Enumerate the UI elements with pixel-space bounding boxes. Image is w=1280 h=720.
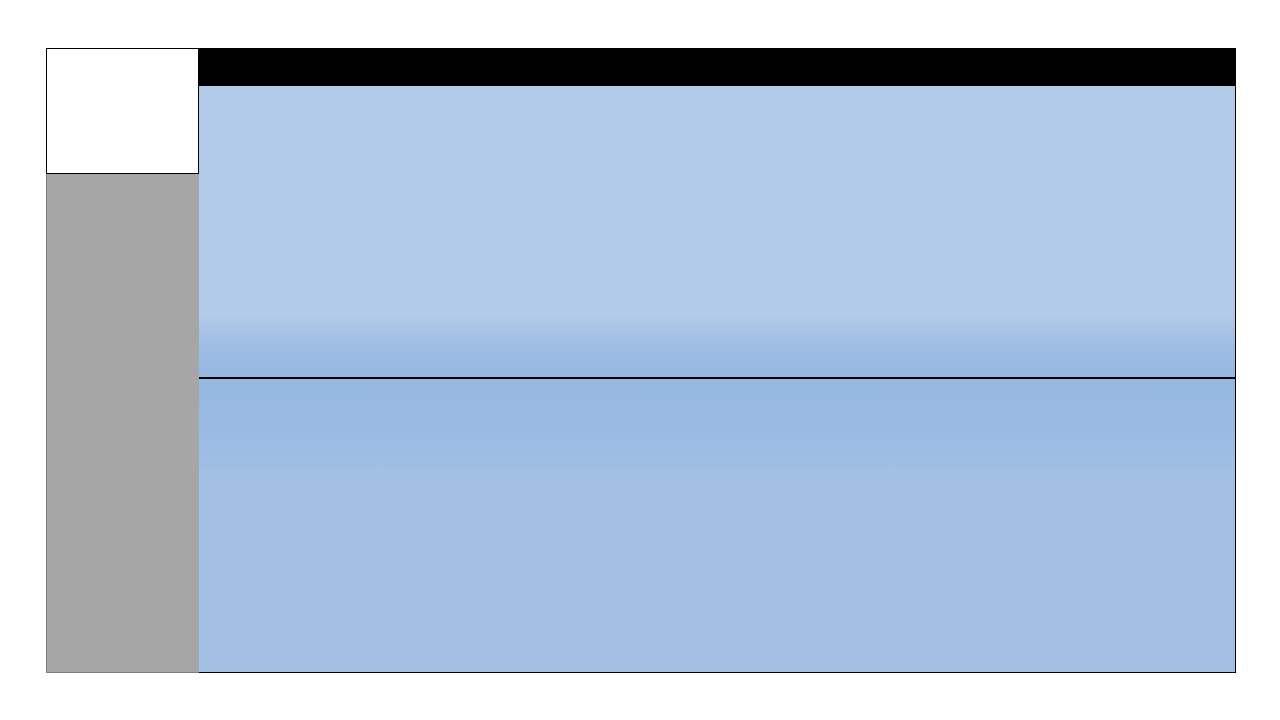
bottom-content-panel [199, 379, 1236, 673]
panel-divider [199, 377, 1236, 379]
sidebar [46, 174, 199, 673]
top-content-panel [199, 86, 1236, 378]
header-bar [199, 48, 1236, 86]
app-frame [46, 48, 1236, 673]
logo-box [46, 48, 199, 174]
